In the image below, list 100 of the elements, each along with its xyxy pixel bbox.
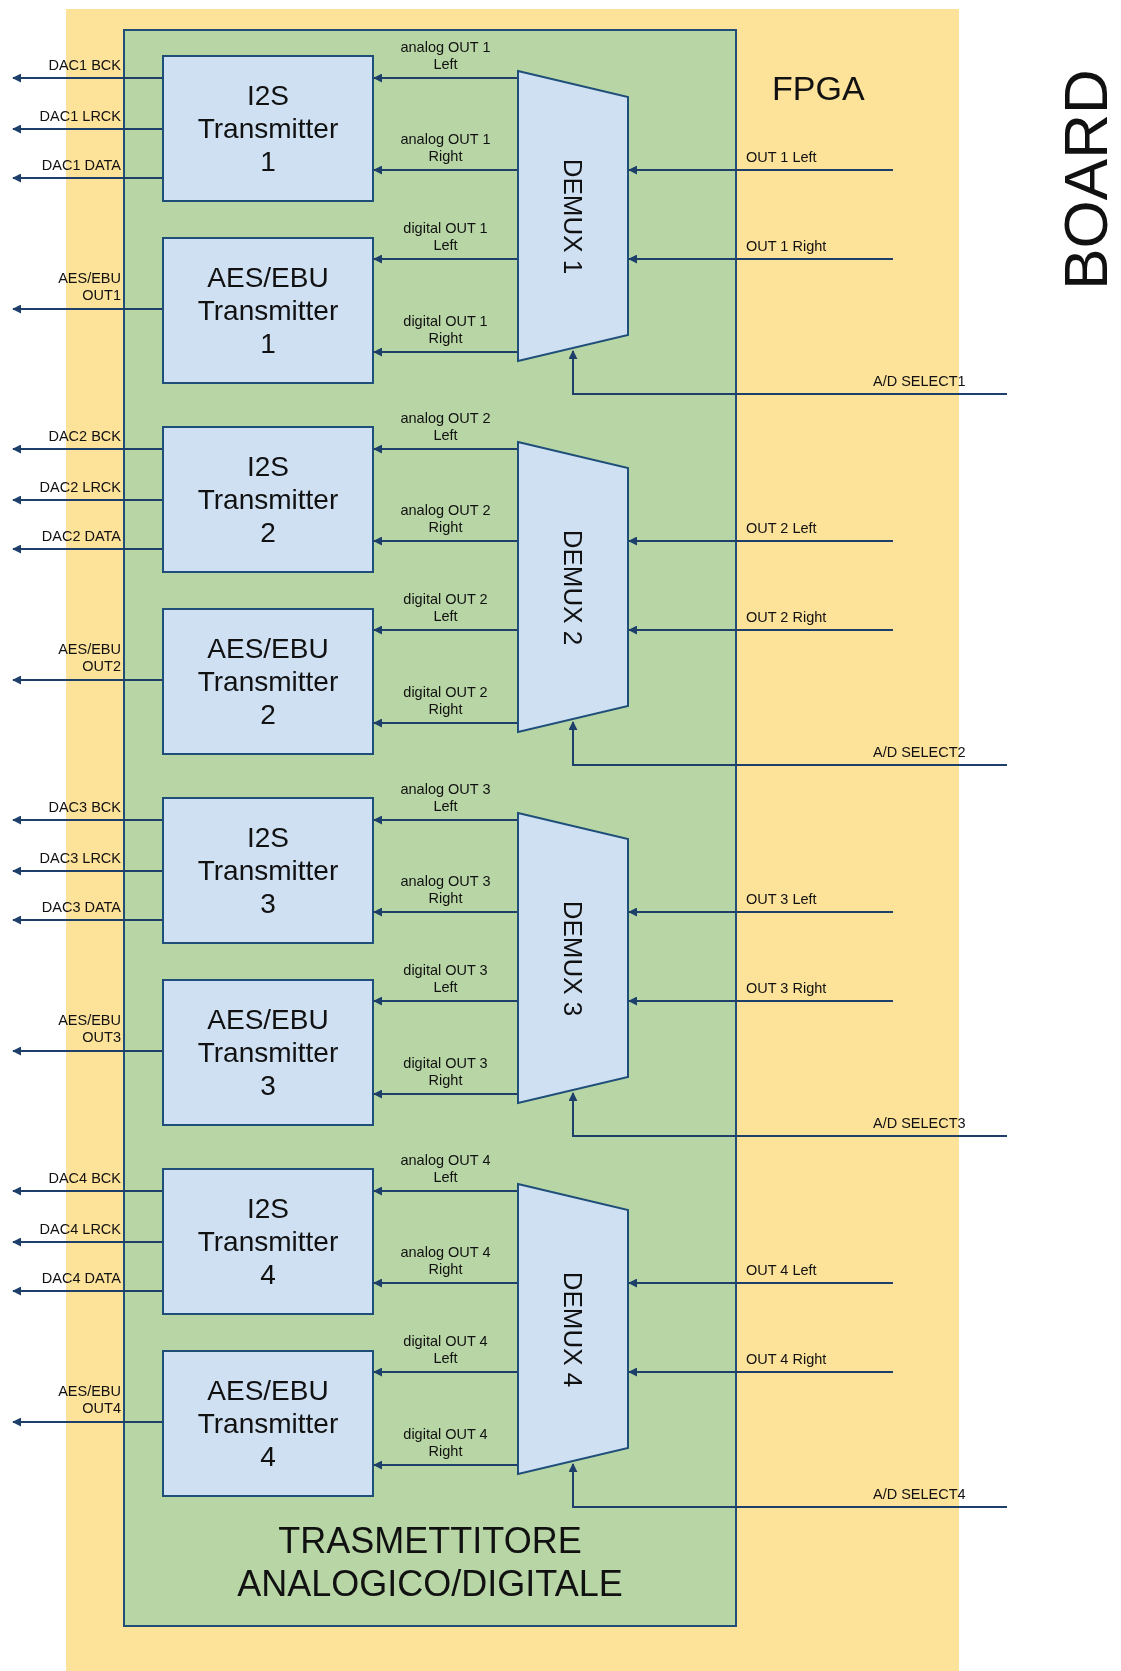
edge-label: DAC3 BCK [47, 798, 121, 816]
edge-label: digital OUT 2 Right [402, 684, 489, 719]
edge-label: A/D SELECT3 [873, 1114, 966, 1132]
edge-label: digital OUT 4 Right [402, 1426, 489, 1461]
signal-arrow [568, 721, 1008, 766]
signal-arrow [12, 304, 163, 314]
demux-label: DEMUX 1 [557, 158, 589, 274]
edge-label: digital OUT 1 Right [402, 313, 489, 348]
signal-arrow [628, 625, 894, 635]
transmitter-block [162, 979, 374, 1126]
edge-label: digital OUT 4 Left [402, 1333, 489, 1368]
signal-arrow [12, 1237, 163, 1247]
edge-label: analog OUT 4 Right [399, 1244, 492, 1279]
edge-label: digital OUT 1 Left [402, 220, 489, 255]
edge-label: OUT 2 Right [746, 608, 827, 626]
edge-label: DAC2 LRCK [38, 478, 121, 496]
signal-arrow [12, 1046, 163, 1056]
signal-arrow [12, 495, 163, 505]
block-title: I2S Transmitter 3 [196, 820, 340, 921]
signal-arrow [373, 347, 518, 357]
edge-label: DAC1 LRCK [38, 107, 121, 125]
signal-arrow [373, 536, 518, 546]
block-title: I2S Transmitter 2 [196, 449, 340, 550]
edge-label: DAC4 DATA [40, 1269, 121, 1287]
edge-label: OUT 4 Left [746, 1261, 817, 1279]
signal-arrow [373, 1460, 518, 1470]
block-title: AES/EBU Transmitter 2 [196, 631, 340, 732]
edge-label: analog OUT 2 Left [399, 410, 492, 445]
edge-label: digital OUT 3 Right [402, 1055, 489, 1090]
signal-arrow [373, 444, 518, 454]
signal-arrow [373, 815, 518, 825]
demux-label: DEMUX 4 [557, 1271, 589, 1387]
edge-label: digital OUT 3 Left [402, 962, 489, 997]
signal-arrow [12, 1417, 163, 1427]
edge-label: DAC4 BCK [47, 1169, 121, 1187]
edge-label: AES/EBU OUT1 [57, 270, 121, 305]
edge-label: A/D SELECT1 [873, 372, 966, 390]
signal-arrow [628, 1278, 894, 1288]
demux-label: DEMUX 3 [557, 900, 589, 1016]
signal-arrow [12, 815, 163, 825]
edge-label: OUT 3 Left [746, 890, 817, 908]
edge-label: AES/EBU OUT2 [57, 641, 121, 676]
transmitter-block [162, 1350, 374, 1497]
signal-arrow [628, 907, 894, 917]
block-title: AES/EBU Transmitter 1 [196, 260, 340, 361]
block-title: AES/EBU Transmitter 3 [196, 1002, 340, 1103]
edge-label: OUT 3 Right [746, 979, 827, 997]
edge-label: AES/EBU OUT3 [57, 1012, 121, 1047]
demux-label: DEMUX 2 [557, 529, 589, 645]
signal-arrow [628, 254, 894, 264]
module-panel [123, 29, 737, 1627]
signal-arrow [12, 866, 163, 876]
edge-label: DAC3 LRCK [38, 849, 121, 867]
signal-arrow [12, 124, 163, 134]
signal-arrow [12, 1186, 163, 1196]
signal-arrow [373, 1186, 518, 1196]
transmitter-block [162, 1168, 374, 1315]
edge-label: digital OUT 2 Left [402, 591, 489, 626]
edge-label: analog OUT 3 Left [399, 781, 492, 816]
edge-label: DAC3 DATA [40, 898, 121, 916]
signal-arrow [373, 907, 518, 917]
transmitter-block [162, 55, 374, 202]
signal-arrow [12, 1286, 163, 1296]
transmitter-block [162, 237, 374, 384]
edge-label: analog OUT 1 Right [399, 131, 492, 166]
signal-arrow [12, 915, 163, 925]
signal-arrow [568, 1463, 1008, 1508]
signal-arrow [12, 73, 163, 83]
edge-label: OUT 4 Right [746, 1350, 827, 1368]
signal-arrow [12, 173, 163, 183]
edge-label: analog OUT 3 Right [399, 873, 492, 908]
edge-label: DAC1 BCK [47, 56, 121, 74]
block-title: I2S Transmitter 4 [196, 1191, 340, 1292]
signal-arrow [628, 1367, 894, 1377]
edge-label: A/D SELECT4 [873, 1485, 966, 1503]
signal-arrow [12, 544, 163, 554]
signal-arrow [373, 1089, 518, 1099]
module-title: TRASMETTITORE ANALOGICO/DIGITALE [236, 1518, 624, 1605]
edge-label: A/D SELECT2 [873, 743, 966, 761]
signal-arrow [373, 718, 518, 728]
transmitter-block [162, 426, 374, 573]
signal-arrow [628, 536, 894, 546]
edge-label: DAC4 LRCK [38, 1220, 121, 1238]
signal-arrow [373, 1367, 518, 1377]
edge-label: DAC1 DATA [40, 156, 121, 174]
edge-label: AES/EBU OUT4 [57, 1383, 121, 1418]
transmitter-block [162, 608, 374, 755]
edge-label: DAC2 DATA [40, 527, 121, 545]
signal-arrow [568, 1092, 1008, 1137]
board-label: BOARD [1049, 68, 1121, 290]
signal-arrow [12, 675, 163, 685]
edge-label: analog OUT 1 Left [399, 39, 492, 74]
edge-label: analog OUT 4 Left [399, 1152, 492, 1187]
signal-arrow [373, 1278, 518, 1288]
edge-label: DAC2 BCK [47, 427, 121, 445]
edge-label: analog OUT 2 Right [399, 502, 492, 537]
signal-arrow [373, 996, 518, 1006]
signal-arrow [628, 996, 894, 1006]
transmitter-block [162, 797, 374, 944]
block-title: AES/EBU Transmitter 4 [196, 1373, 340, 1474]
